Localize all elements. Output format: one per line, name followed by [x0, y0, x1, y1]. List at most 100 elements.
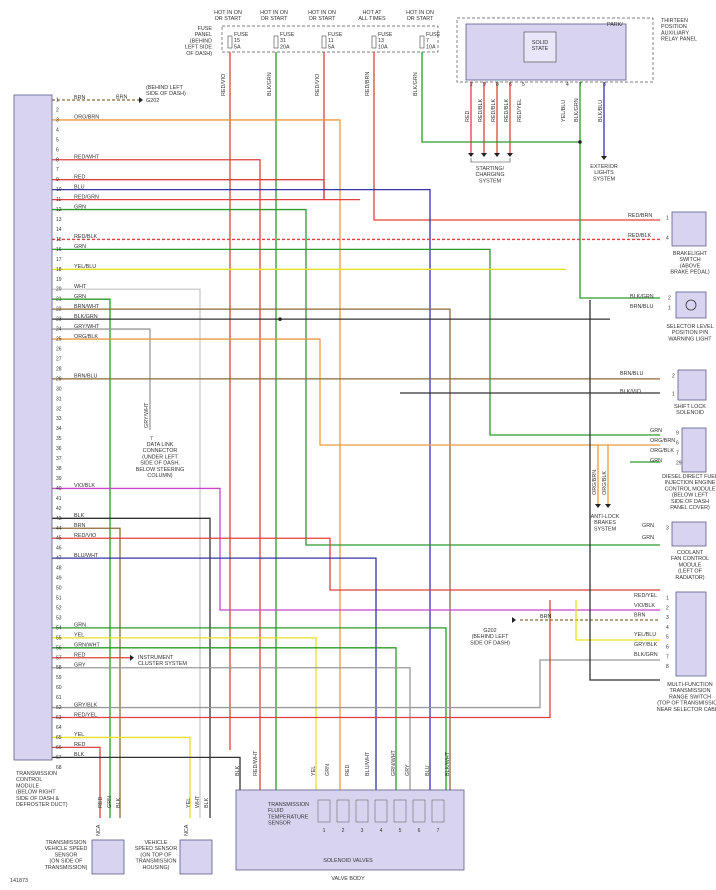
tcm-pin-number: 32 [56, 406, 62, 412]
mfs-wire-label: YEL/BLU [634, 632, 656, 638]
valve-wire-label: GRN [325, 764, 331, 776]
tcm-pin-wire-label: BRN/WHT [74, 304, 100, 310]
tcm-pin-number: 19 [56, 277, 62, 283]
tcm-pin-wire-label: GRN [74, 204, 86, 210]
tcm-pin40-vio-blk [52, 487, 660, 611]
tcm-pin-number: 50 [56, 586, 62, 592]
tcm-pin-wire-label: WHT [74, 284, 87, 290]
diesel-wire-label: GRN [650, 428, 662, 434]
tcm-pin66-red [52, 746, 101, 818]
mfs-pin: 5 [666, 635, 669, 641]
vss2-wire-label: BLK [204, 797, 210, 808]
tcm-pin-number: 7 [56, 167, 59, 173]
tcm-pin-number: 39 [56, 476, 62, 482]
tcm-pin-number: 3 [56, 117, 59, 123]
mfs-pin: 4 [666, 625, 669, 631]
tcm-pin-number: 25 [56, 337, 62, 343]
starting-bracket [470, 158, 511, 163]
tcm-pin-number: 1 [56, 98, 59, 104]
fuse13-feed-red-brn [373, 52, 660, 221]
solenoid-icon [374, 799, 388, 823]
valve-body [235, 789, 465, 871]
brakelight-switch [671, 211, 707, 247]
relay-wire-label: BLK/GRN [574, 98, 580, 122]
solenoid-number: 5 [399, 828, 402, 834]
tcm-pin10-blu [52, 188, 431, 818]
transmission-vss [91, 839, 125, 875]
relay-pin-number: 4 [566, 82, 569, 88]
fuse-wire-label: RED/BRN [365, 72, 371, 96]
tcm-pin-number: 53 [56, 615, 62, 621]
tcm-pin-number: 4 [56, 127, 59, 133]
valve-wire-label: YEL [311, 766, 317, 776]
tcm-pin-number: 37 [56, 456, 62, 462]
multifunction-range-switch [675, 591, 707, 677]
selector-pin: 1 [668, 306, 671, 312]
relay-pin-number: 6 [509, 82, 512, 88]
valve-body-label: VALVE BODY [331, 876, 365, 882]
vss-wire-label: RED [98, 797, 104, 808]
mfs-wire-label: VIO/BLK [634, 603, 655, 609]
fuse-wire-label: RED/VIO [315, 74, 321, 96]
tcm-pin-number: 38 [56, 466, 62, 472]
mfs-pin: 8 [666, 664, 669, 670]
diesel-pin: 29 [676, 461, 682, 467]
mfs-blk-grn [589, 300, 660, 681]
tcm-pin-number: 22 [56, 307, 62, 313]
tcm-pin-number: 40 [56, 486, 62, 492]
tcm-pin-number: 49 [56, 576, 62, 582]
tcm-pin-number: 36 [56, 446, 62, 452]
dlc-pin-number: 7 [150, 436, 153, 442]
lamp-icon [685, 299, 697, 311]
selector-warning-light [675, 291, 707, 319]
tcm-pin-number: 33 [56, 416, 62, 422]
relay-wire-label: RED/BLK [504, 99, 510, 122]
vss-wire-label: BLK [116, 797, 122, 808]
vss-nca-label: NCA [96, 824, 102, 836]
valve-wire-label: GRN/WHT [391, 750, 397, 776]
tcm-pin-wire-label: ORG/BRN [74, 115, 99, 121]
relay-wire-label: RED/YEL [517, 99, 523, 122]
tcm-pin-number: 46 [56, 546, 62, 552]
g202-label: G202 [146, 98, 159, 104]
components-layer [13, 17, 707, 875]
tcm-pin-number: 20 [56, 287, 62, 293]
solenoid-number: 4 [380, 828, 383, 834]
tcm-pin-number: 26 [56, 347, 62, 353]
selector-pin: 2 [668, 296, 671, 302]
selector-wire-label: BRN/BLU [630, 304, 653, 310]
tcm-pin44-brn [52, 527, 121, 818]
tcm-pin-number: 24 [56, 327, 62, 333]
tcm-pin-wire-label: RED [74, 174, 85, 180]
tcm-pin-number: 58 [56, 665, 62, 671]
shift-wire-label: BLK/VIO [620, 389, 641, 395]
arrow-icon [139, 97, 143, 103]
tcm-pin63-red-yel [52, 600, 551, 719]
brake-pin: 1 [666, 216, 669, 222]
valve-wire-label: RED [345, 765, 351, 776]
coolant-fan-module [671, 521, 707, 547]
solenoid-number: 7 [437, 828, 440, 834]
mfs-g202-wire: BRN [540, 614, 551, 620]
arrow-icon [601, 156, 607, 160]
tcm-pin-number: 61 [56, 695, 62, 701]
tcm-pin-number: 27 [56, 356, 62, 362]
tcm-pin-number: 6 [56, 147, 59, 153]
tcm-pin-number: 48 [56, 566, 62, 572]
